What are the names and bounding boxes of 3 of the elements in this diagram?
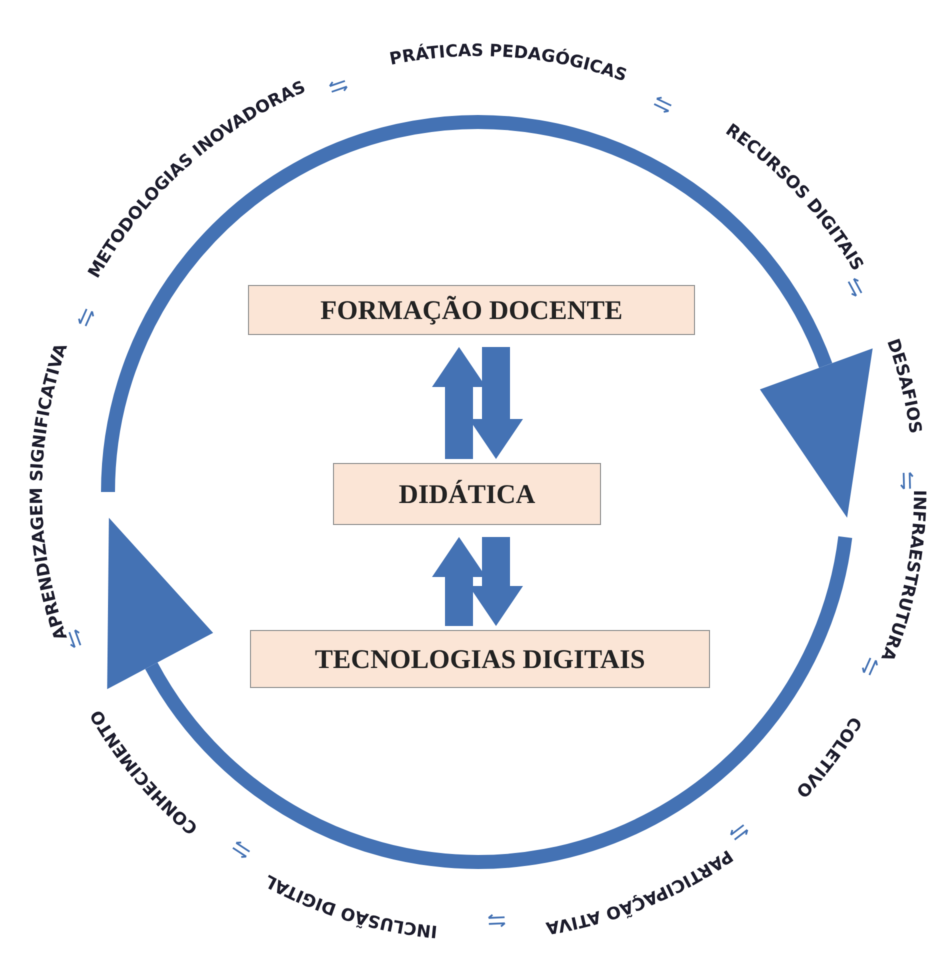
- concept-box: TECNOLOGIAS DIGITAIS: [250, 630, 710, 688]
- concept-box: DIDÁTICA: [333, 463, 601, 525]
- concept-box: FORMAÇÃO DOCENTE: [248, 285, 695, 335]
